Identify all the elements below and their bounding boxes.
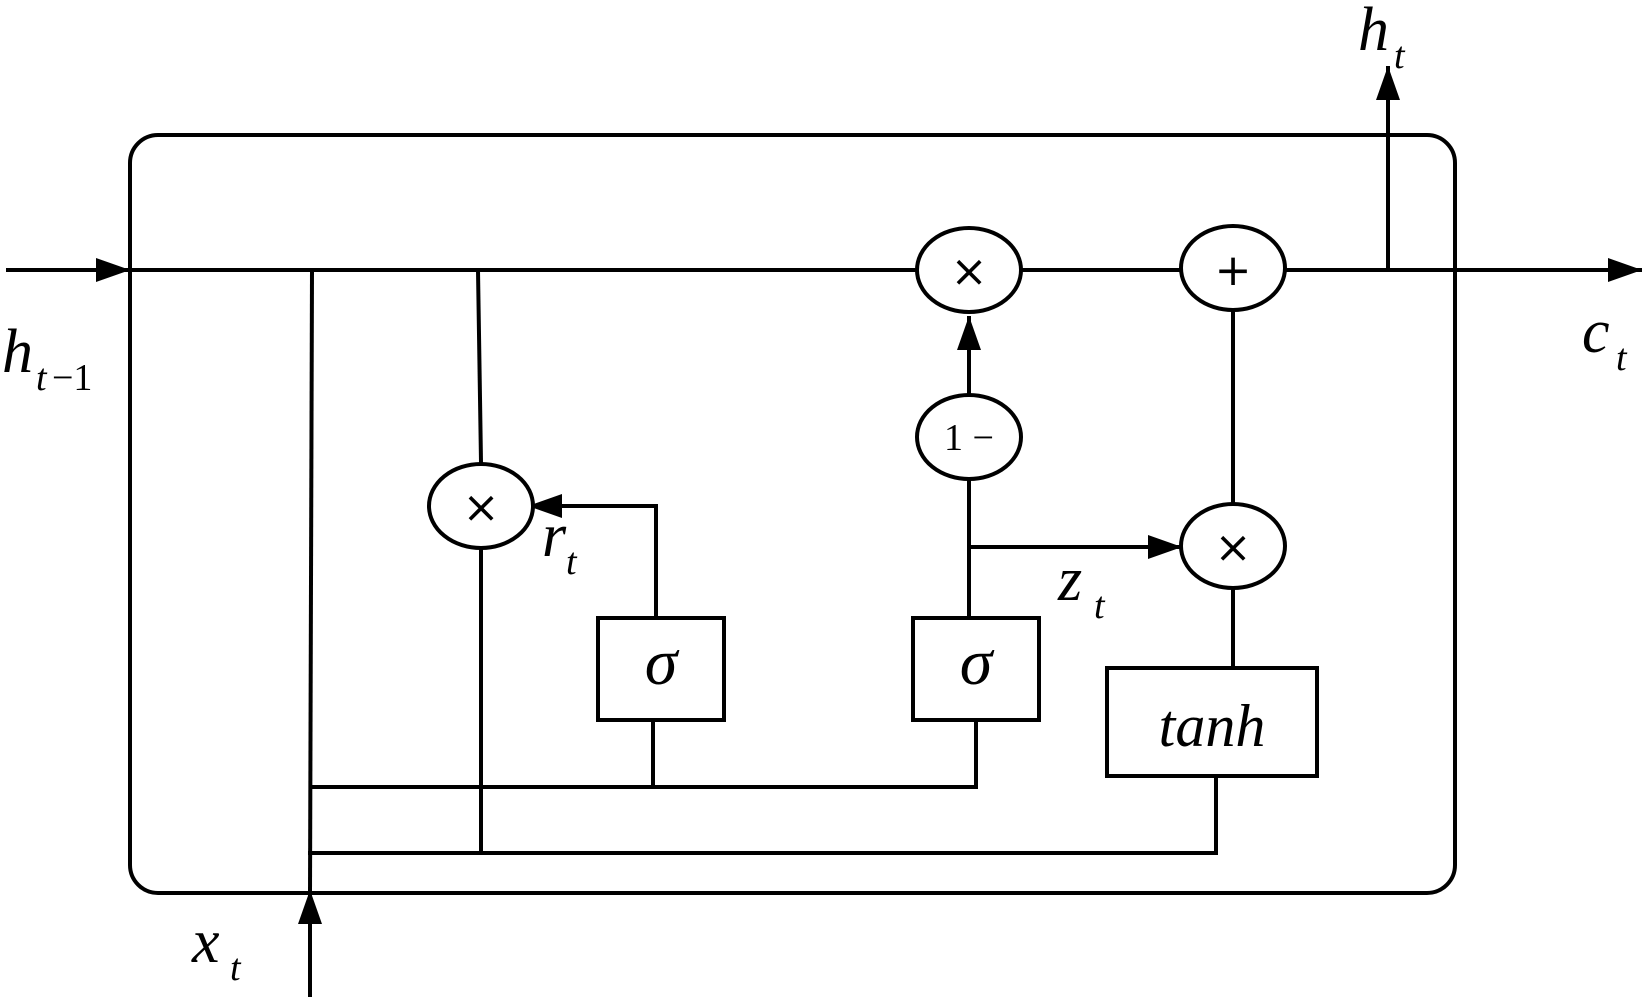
svg-text:z: z [1057, 546, 1082, 614]
svg-text:t: t [230, 947, 242, 989]
sigma-reset-symbol: σ [645, 626, 680, 699]
svg-text:−1: −1 [52, 357, 92, 399]
top-multiply-symbol: × [951, 246, 988, 297]
svg-text:x: x [191, 908, 220, 976]
svg-text:t: t [1394, 35, 1406, 77]
bottom-multiply-node [1179, 502, 1287, 590]
one-minus-node [915, 393, 1023, 481]
tanh-box [1105, 666, 1319, 778]
svg-text:r: r [542, 502, 567, 570]
svg-text:t: t [566, 541, 578, 583]
svg-text:t: t [36, 357, 48, 399]
label-h-prev: h t −1 [2, 318, 92, 399]
sigma-update-box [911, 616, 1041, 722]
add-symbol: + [1215, 245, 1252, 296]
tanh-label: tanh [1159, 693, 1266, 759]
reset-h-branch [475, 267, 484, 465]
label-h-out: h t [1358, 0, 1406, 77]
one-minus-symbol: 1 − [944, 417, 994, 459]
cell-boundary [128, 133, 1457, 895]
reset-multiply-symbol: × [463, 482, 500, 533]
sigma-update-symbol: σ [960, 626, 995, 699]
top-multiply-node [915, 226, 1023, 314]
reset-multiply-node [427, 462, 535, 550]
label-x-in: x t [191, 908, 242, 989]
label-z: z t [1057, 546, 1106, 627]
label-c-out: c t [1582, 298, 1628, 379]
svg-text:c: c [1582, 298, 1610, 366]
svg-text:t: t [1094, 585, 1106, 627]
add-node [1179, 224, 1287, 312]
label-r: r t [542, 502, 578, 583]
x-trunk [307, 267, 315, 896]
sigma-reset-box [596, 616, 726, 722]
bottom-multiply-symbol: × [1215, 522, 1252, 573]
svg-text:h: h [2, 318, 33, 386]
svg-text:h: h [1358, 0, 1389, 64]
svg-text:t: t [1616, 337, 1628, 379]
